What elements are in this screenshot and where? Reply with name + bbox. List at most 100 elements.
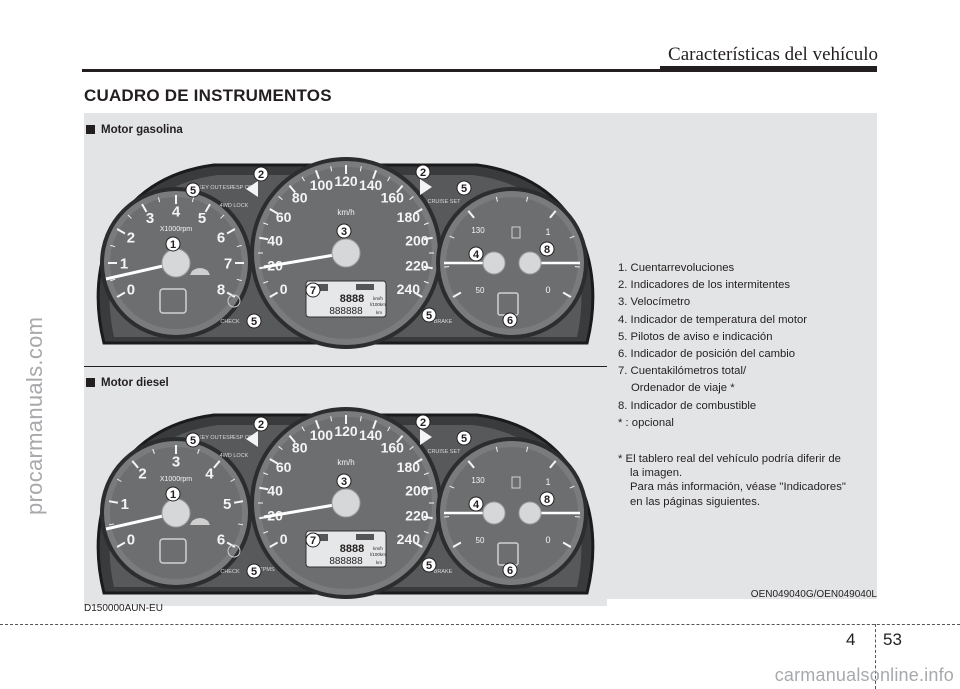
esp-indicator: ESP: [222, 435, 233, 441]
bullet-square-icon: [86, 125, 95, 134]
gauge-tick: [423, 530, 429, 534]
callout-circle: [165, 486, 181, 502]
gauge-tick: [495, 196, 498, 202]
gauge-tick: [452, 541, 462, 548]
temperature-high-label: 130: [471, 226, 485, 235]
callout-2: 2: [415, 164, 431, 180]
gauge-tick: [423, 265, 433, 270]
header-rule: [82, 69, 877, 72]
callout-6: 6: [502, 562, 518, 578]
gauge-tick: [108, 500, 119, 504]
temperature-high-label: 130: [471, 476, 485, 485]
callout-5: 5: [421, 557, 437, 573]
trip-unit: km/h: [373, 296, 383, 301]
gauge-tick-label: 240: [397, 281, 421, 297]
callout-3: 3: [336, 223, 352, 239]
door-warning-icon: [159, 538, 187, 564]
gauge-tick: [387, 176, 391, 182]
gauge-tick: [413, 541, 423, 548]
callout-number: 1: [170, 239, 176, 251]
callout-circle: [421, 307, 437, 323]
gauge-tick: [301, 176, 305, 182]
gauge-tick: [213, 460, 221, 469]
footer-separator: [875, 624, 876, 689]
gauge-tick: [236, 278, 242, 282]
callout-number: 3: [341, 476, 347, 488]
gauge-tick-label: 220: [405, 257, 429, 273]
gauge-tick: [549, 210, 557, 219]
gauge-tick-label: 0: [280, 281, 288, 297]
trip-digits: 8888: [340, 543, 364, 555]
legend-item: 3. Velocímetro: [618, 296, 691, 309]
speedometer-hub: [331, 238, 361, 268]
callout-circle: [165, 236, 181, 252]
speedometer-unit: km/h: [337, 458, 354, 467]
gauge-tick-label: 40: [267, 482, 283, 498]
gauge-tick-label: 4: [172, 203, 181, 220]
gauge-tick: [278, 196, 283, 201]
tachometer-unit: X1000rpm: [160, 476, 192, 483]
gauge-tick: [288, 434, 296, 444]
gauge-tick: [269, 291, 279, 298]
callout-6: 6: [502, 312, 518, 328]
callout-number: 2: [258, 169, 264, 181]
trip-digits: 8888: [340, 293, 364, 305]
gauge-tick-label: 7: [224, 255, 232, 272]
gauge-tick: [467, 210, 475, 219]
callout-circle: [415, 164, 431, 180]
gauge-tick-label: 160: [381, 190, 405, 206]
gauge-tick-label: 240: [397, 531, 421, 547]
gauge-tick: [259, 486, 269, 491]
callout-circle: [246, 313, 262, 329]
tachometer-hub: [161, 498, 191, 528]
callout-circle: [468, 246, 484, 262]
speedometer-unit: km/h: [337, 208, 354, 217]
footer-rule: [0, 624, 960, 625]
gauge-tick-label: 2: [127, 229, 135, 246]
gauge-tick: [278, 446, 283, 451]
key-out-indicator: KEY OUT: [198, 435, 223, 441]
callout-circle: [502, 312, 518, 328]
gauge-tick-label: 120: [334, 423, 358, 439]
callout-circle: [336, 223, 352, 239]
fuel-unit: l/100km: [370, 552, 386, 557]
gauge-tick-label: 140: [359, 427, 383, 443]
callout-circle: [421, 557, 437, 573]
gauge-tick-label: 80: [292, 440, 308, 456]
gauge-tick-label: 5: [223, 496, 231, 513]
gauge-tick: [263, 530, 269, 534]
fuel-pump-icon: [511, 476, 521, 489]
abs-warning-icon: [227, 544, 241, 558]
watermark-text: procarmanuals.com: [22, 316, 47, 515]
fuel-full-label: 1: [545, 477, 550, 487]
gauge-tick: [263, 222, 269, 226]
gauge-tick: [263, 472, 269, 476]
callout-number: 4: [473, 249, 480, 261]
callout-1: 1: [165, 236, 181, 252]
temperature-hub: [482, 251, 506, 275]
car-icon: [190, 268, 210, 275]
gauge-tick: [263, 280, 269, 284]
gauge-tick-label: 60: [276, 459, 292, 475]
bullet-square-icon: [86, 378, 95, 387]
gauge-tick: [314, 169, 320, 180]
callout-2: 2: [415, 414, 431, 430]
fuel-empty-label: 0: [545, 535, 550, 545]
tpms-indicator: TPMS: [259, 567, 275, 573]
callout-5: 5: [185, 432, 201, 448]
legend-item: 1. Cuentarrevoluciones: [618, 262, 735, 274]
callout-circle: [456, 430, 472, 446]
callout-number: 1: [170, 489, 176, 501]
gauge-tick: [372, 419, 378, 430]
trip-unit: km/h: [373, 546, 383, 551]
callout-7: 7: [305, 532, 321, 548]
gauge-tick: [330, 166, 333, 172]
legend-item: 7. Cuentakilómetros total/: [618, 365, 747, 378]
cruise-set-indicator: CRUISE SET: [427, 199, 461, 205]
gauge-tick: [562, 291, 572, 298]
gauge-tick: [495, 446, 498, 452]
gauge-tick: [372, 169, 378, 180]
lcd-car-icon: [356, 534, 374, 540]
gauge-tick: [116, 541, 126, 548]
